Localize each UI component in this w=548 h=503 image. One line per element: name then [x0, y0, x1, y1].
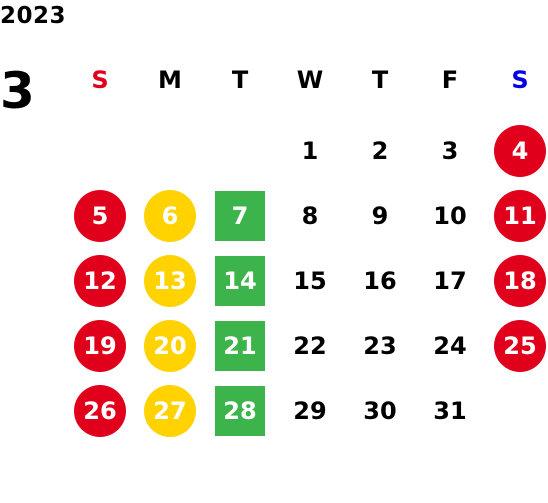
day-number-green-square: 28: [215, 385, 265, 436]
day-cell[interactable]: 20: [135, 313, 205, 378]
day-number: 31: [433, 396, 467, 425]
weekday-header: S: [511, 66, 529, 94]
day-cell[interactable]: 27: [135, 378, 205, 443]
day-cell[interactable]: 25: [485, 313, 548, 378]
day-number-red-circle: 19: [74, 319, 126, 372]
day-cell[interactable]: 10: [415, 183, 485, 248]
day-cell[interactable]: 30: [345, 378, 415, 443]
day-number: 15: [293, 266, 327, 295]
day-number: 22: [293, 331, 327, 360]
day-cell[interactable]: 13: [135, 248, 205, 313]
day-cell[interactable]: 4: [485, 118, 548, 183]
day-cell[interactable]: 19: [65, 313, 135, 378]
day-number-red-circle: 11: [494, 189, 546, 242]
day-cell[interactable]: 3: [415, 118, 485, 183]
weekday-header: T: [231, 66, 249, 94]
day-cell[interactable]: 17: [415, 248, 485, 313]
day-cell[interactable]: 2: [345, 118, 415, 183]
day-cell[interactable]: 21: [205, 313, 275, 378]
day-cell[interactable]: 26: [65, 378, 135, 443]
day-number-red-circle: 25: [494, 319, 546, 372]
day-cell[interactable]: 22: [275, 313, 345, 378]
day-cell[interactable]: 28: [205, 378, 275, 443]
day-number-red-circle: 4: [494, 124, 546, 177]
day-cell[interactable]: 11: [485, 183, 548, 248]
day-number: 30: [363, 396, 397, 425]
day-cell[interactable]: 23: [345, 313, 415, 378]
day-number-green-square: 21: [215, 320, 265, 371]
day-number: 24: [433, 331, 467, 360]
day-cell[interactable]: 12: [65, 248, 135, 313]
day-number-red-circle: 5: [74, 189, 126, 242]
day-cell[interactable]: 8: [275, 183, 345, 248]
day-number-red-circle: 18: [494, 254, 546, 307]
day-cell[interactable]: 16: [345, 248, 415, 313]
day-number: 1: [301, 136, 319, 165]
day-number: 9: [371, 201, 389, 230]
day-number: 10: [433, 201, 467, 230]
day-number: 17: [433, 266, 467, 295]
day-number: 3: [441, 136, 459, 165]
day-number: 29: [293, 396, 327, 425]
day-number-yellow-circle: 20: [144, 319, 196, 372]
day-cell[interactable]: 31: [415, 378, 485, 443]
day-number-yellow-circle: 6: [144, 189, 196, 242]
day-number-red-circle: 12: [74, 254, 126, 307]
day-number: 16: [363, 266, 397, 295]
day-number-red-circle: 26: [74, 384, 126, 437]
day-cell[interactable]: 7: [205, 183, 275, 248]
day-number: 23: [363, 331, 397, 360]
day-cell[interactable]: 6: [135, 183, 205, 248]
day-number-green-square: 14: [215, 255, 265, 306]
day-cell[interactable]: 5: [65, 183, 135, 248]
weekday-header: W: [296, 66, 324, 94]
day-number-green-square: 7: [215, 190, 265, 241]
day-cell[interactable]: 1: [275, 118, 345, 183]
day-cell[interactable]: 24: [415, 313, 485, 378]
day-cell[interactable]: 18: [485, 248, 548, 313]
day-number-yellow-circle: 27: [144, 384, 196, 437]
day-number-yellow-circle: 13: [144, 254, 196, 307]
month-number: 3: [0, 62, 35, 120]
day-cell[interactable]: 9: [345, 183, 415, 248]
weekday-header: S: [91, 66, 109, 94]
day-number: 2: [371, 136, 389, 165]
day-cell[interactable]: 14: [205, 248, 275, 313]
year-label: 2023: [0, 3, 67, 29]
weekday-header: F: [441, 66, 459, 94]
weekday-header: M: [158, 66, 182, 94]
day-cell[interactable]: 29: [275, 378, 345, 443]
day-cell[interactable]: 15: [275, 248, 345, 313]
weekday-header: T: [371, 66, 389, 94]
day-number: 8: [301, 201, 319, 230]
